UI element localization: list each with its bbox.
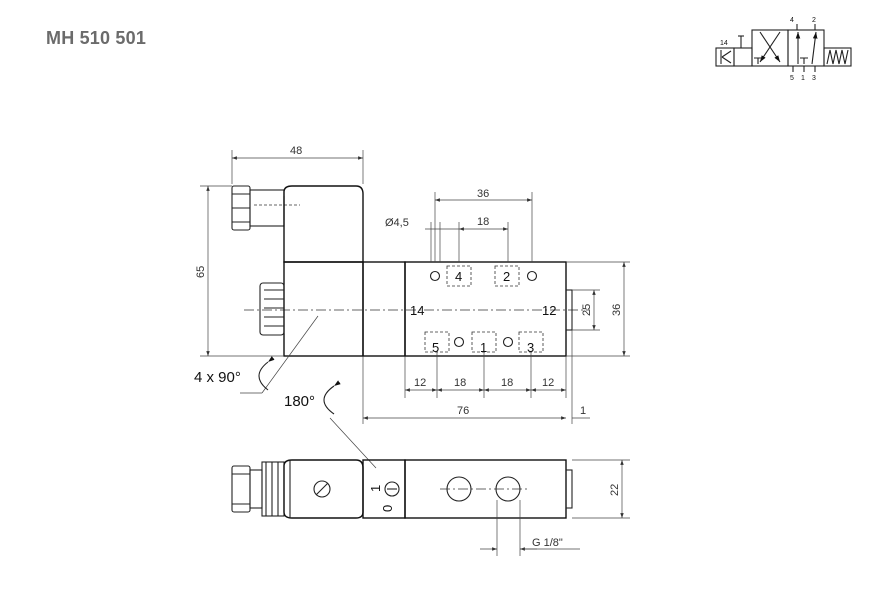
dim-18-right: 18 [501, 377, 513, 389]
dim-12-right: 12 [542, 377, 554, 389]
port-label-5: 5 [432, 340, 439, 355]
dim-36-right: 36 [611, 304, 623, 316]
side-dimensions: 22 G 1/8" [480, 459, 630, 556]
dim-hole-diameter: Ø4,5 [385, 217, 409, 229]
port-label-2: 2 [503, 269, 510, 284]
symbol-port-3: 3 [812, 75, 816, 82]
symbol-port-2: 2 [812, 17, 816, 24]
dim-25: 25 [581, 304, 593, 316]
page-title: MH 510 501 [46, 28, 147, 48]
port-label-3: 3 [527, 340, 534, 355]
dim-18-left: 18 [454, 377, 466, 389]
symbol-port-5: 5 [790, 75, 794, 82]
symbol-port-1: 1 [801, 75, 805, 82]
dim-12-left: 12 [414, 377, 426, 389]
front-view: 4 2 14 12 5 1 3 [231, 185, 590, 357]
side-view: 1 0 [231, 459, 573, 519]
port-label-14: 14 [410, 303, 424, 318]
port-label-1: 1 [480, 340, 487, 355]
rotation-coil-label: 4 x 90° [194, 369, 241, 386]
dim-1: 1 [580, 405, 586, 417]
symbol-port-4: 4 [790, 17, 794, 24]
dim-76: 76 [457, 405, 469, 417]
switch-label-on: 1 [368, 485, 383, 492]
dim-36-top: 36 [477, 188, 489, 200]
dim-thread: G 1/8" [532, 537, 563, 549]
rotation-connector-label: 180° [284, 393, 315, 410]
dim-22: 22 [609, 484, 621, 496]
symbol-port-14: 14 [720, 40, 728, 47]
dim-18-top: 18 [477, 216, 489, 228]
dimensions: 48 65 36 18 Ø4,5 25 36 [195, 145, 630, 424]
dim-48: 48 [290, 145, 302, 157]
dim-65: 65 [195, 266, 207, 278]
pneumatic-symbol: 14 4 2 5 1 3 [715, 17, 852, 82]
rotation-callouts: 4 x 90° 180° [194, 315, 377, 469]
switch-label-off: 0 [380, 505, 395, 512]
port-label-12: 12 [542, 303, 556, 318]
port-label-4: 4 [455, 269, 462, 284]
